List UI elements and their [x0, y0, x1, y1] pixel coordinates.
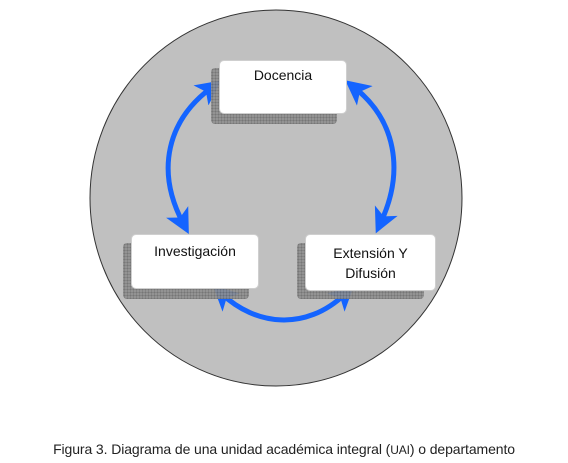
figure-caption: Figura 3. Diagrama de una unidad académi… — [0, 441, 568, 457]
arrow-investigacion-extension — [212, 285, 355, 323]
docencia-node: Docencia — [219, 60, 347, 114]
extension-node: Extensión Y Difusión — [305, 234, 436, 291]
arrow-docencia-investigacion — [165, 80, 222, 235]
arrow-docencia-extension — [345, 80, 398, 234]
caption-prefix: Figura 3. Diagrama de una unidad académi… — [53, 441, 391, 457]
docencia-label: Docencia — [253, 67, 313, 83]
investigacion-label: Investigación — [154, 243, 236, 259]
caption-suffix: ) o departamento — [409, 441, 515, 457]
extension-label-line2: Difusión — [345, 264, 396, 281]
extension-label-line1: Extensión Y — [333, 244, 408, 261]
investigacion-node: Investigación — [131, 234, 259, 289]
caption-abbr: UAI — [390, 443, 410, 457]
